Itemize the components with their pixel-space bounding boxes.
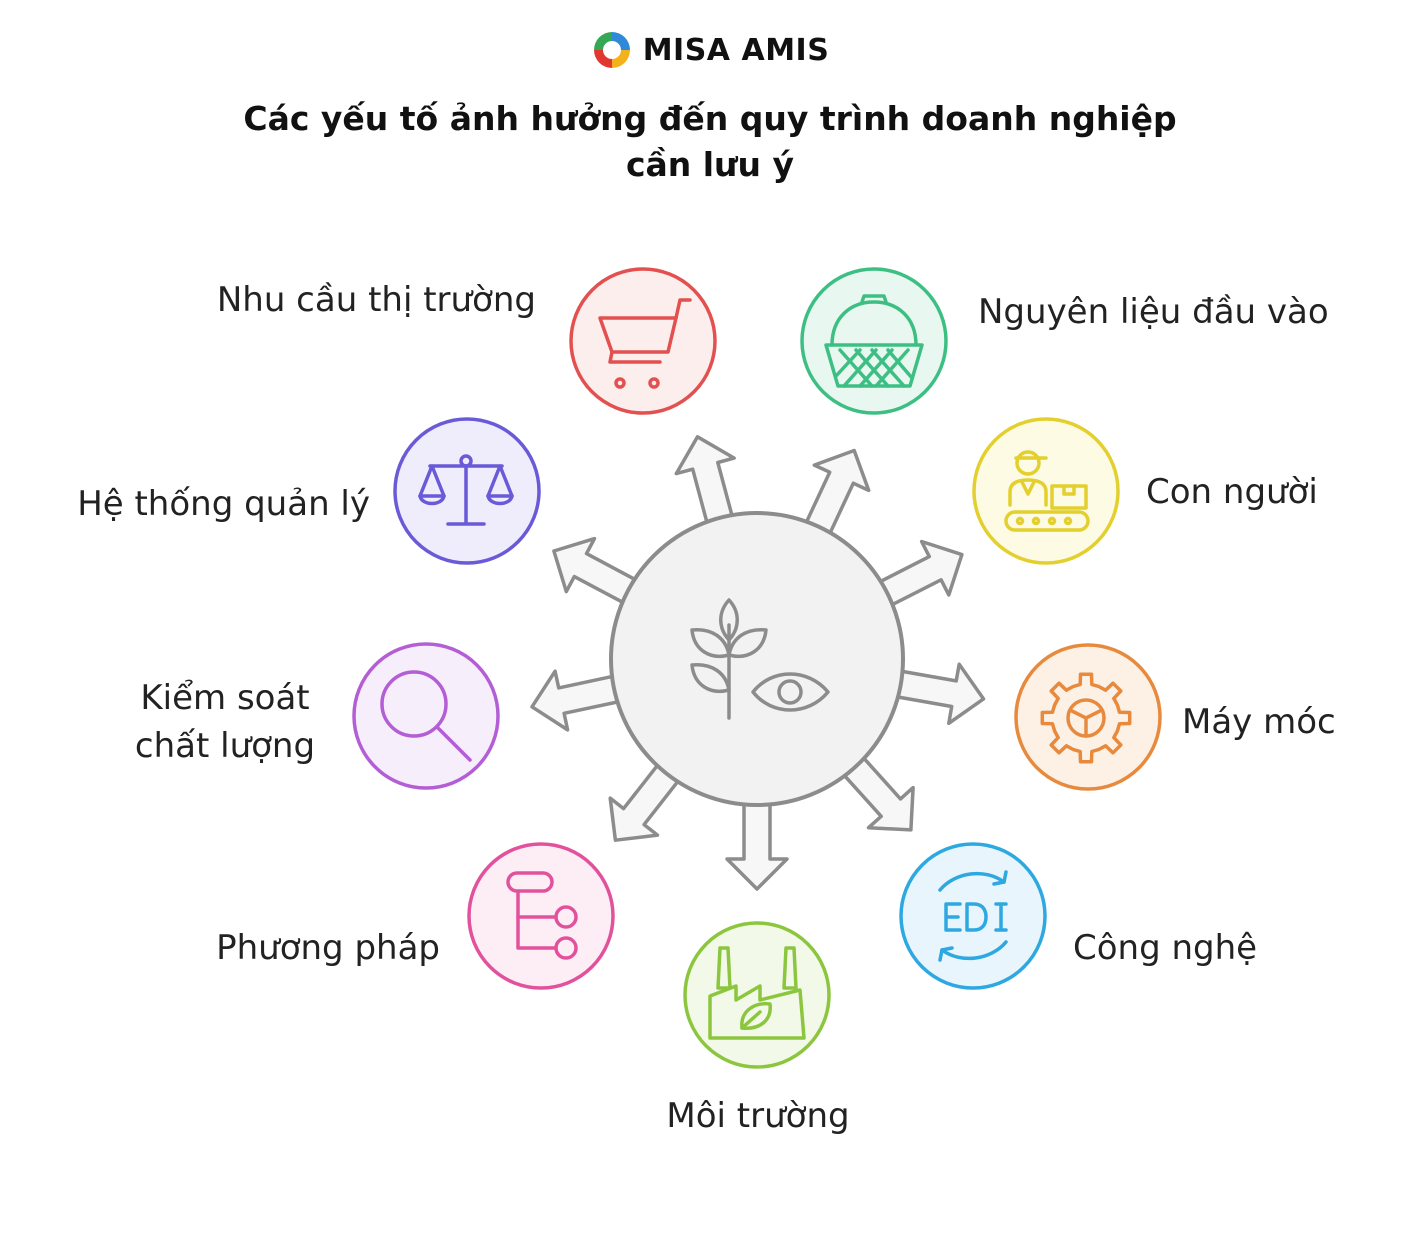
factor-node-technology bbox=[899, 842, 1047, 990]
label-quality: Kiểm soát chất lượng bbox=[100, 674, 350, 770]
label-technology: Công nghệ bbox=[1073, 928, 1258, 968]
label-materials: Nguyên liệu đầu vào bbox=[978, 292, 1329, 332]
factor-node-people bbox=[972, 417, 1120, 565]
gear-icon bbox=[1040, 672, 1132, 764]
label-market: Nhu cầu thị trường bbox=[216, 280, 536, 320]
scales-icon bbox=[418, 454, 514, 526]
factor-node-quality bbox=[352, 642, 500, 790]
title-line-1: Các yếu tố ảnh hưởng đến quy trình doanh… bbox=[243, 99, 1177, 138]
title-line-2: cần lưu ý bbox=[625, 145, 795, 184]
factor-node-management bbox=[393, 417, 541, 565]
label-machines: Máy móc bbox=[1182, 702, 1336, 742]
edi-icon bbox=[938, 870, 1008, 962]
label-environment: Môi trường bbox=[666, 1096, 850, 1136]
factor-nodes bbox=[352, 267, 1162, 1069]
label-quality-line-2: chất lượng bbox=[134, 726, 316, 766]
eco-factory-icon bbox=[708, 946, 806, 1040]
brand-name: MISA AMIS bbox=[642, 32, 830, 68]
center-hub bbox=[609, 511, 905, 807]
label-method: Phương pháp bbox=[216, 928, 440, 968]
worker-conveyor-icon bbox=[1004, 450, 1090, 532]
label-management: Hệ thống quản lý bbox=[77, 484, 370, 524]
factor-node-environment bbox=[683, 921, 831, 1069]
factor-node-machines bbox=[1014, 643, 1162, 791]
label-people: Con người bbox=[1146, 472, 1318, 512]
basket-icon bbox=[824, 294, 924, 388]
shopping-cart-icon bbox=[598, 298, 692, 389]
page-title: Các yếu tố ảnh hưởng đến quy trình doanh… bbox=[110, 96, 1310, 188]
flowchart-icon bbox=[506, 871, 578, 960]
magnifier-icon bbox=[380, 670, 472, 762]
factor-node-market bbox=[569, 267, 717, 415]
plant-eye-icon bbox=[690, 598, 830, 720]
misa-amis-logo-icon bbox=[593, 32, 630, 68]
factor-node-materials bbox=[800, 267, 948, 415]
label-quality-line-1: Kiểm soát bbox=[140, 678, 310, 718]
brand-header: MISA AMIS bbox=[0, 26, 1420, 74]
factor-node-method bbox=[467, 842, 615, 990]
